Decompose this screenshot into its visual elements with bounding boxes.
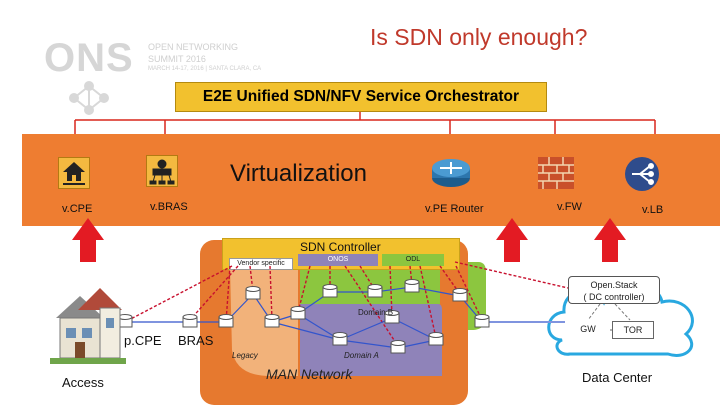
switch-icon <box>290 306 306 320</box>
virtualization-title: Virtualization <box>230 160 367 187</box>
domain-b-label: Domain B <box>358 308 394 317</box>
datacenter-label: Data Center <box>582 370 653 385</box>
openstack-title: Open.Stack <box>590 280 638 290</box>
onos-box: ONOS <box>298 254 378 266</box>
firewall-icon <box>537 156 575 190</box>
orchestrator-box: E2E Unified SDN/NFV Service Orchestrator <box>175 82 547 112</box>
switch-icon <box>322 284 338 298</box>
switch-icon <box>332 332 348 346</box>
tor-box: TOR <box>612 321 654 339</box>
logo-line-1: OPEN NETWORKING <box>148 42 239 52</box>
logo-graph-icon <box>69 81 109 115</box>
load-balancer-icon <box>624 156 660 192</box>
switch-icon <box>182 314 198 328</box>
logo-line-3: MARCH 14-17, 2016 | SANTA CLARA, CA <box>148 66 262 72</box>
switch-icon <box>264 314 280 328</box>
gw-box: GW <box>580 324 596 334</box>
vnf-label-vpe-router: v.PE Router <box>425 203 484 215</box>
house-building-icon <box>50 288 126 364</box>
logo-name: ONS <box>44 36 134 80</box>
legacy-label: Legacy <box>232 351 258 360</box>
arrow-up-icon <box>496 218 528 262</box>
vnf-label-vbras: v.BRAS <box>150 201 188 213</box>
switch-icon <box>245 286 261 300</box>
logo-line-2: SUMMIT 2016 <box>148 54 206 64</box>
vnf-label-vfw: v.FW <box>557 201 582 213</box>
switch-icon <box>384 310 400 324</box>
sdn-controller-title: SDN Controller <box>300 240 381 254</box>
vendor-specific-label: Vendor specific <box>229 258 293 270</box>
switch-icon <box>218 314 234 328</box>
switch-icon <box>367 284 383 298</box>
bras-label: BRAS <box>178 333 214 348</box>
openstack-box: Open.Stack ( DC controller) <box>568 276 660 304</box>
router-icon <box>430 156 472 190</box>
domain-a-label: Domain A <box>344 351 379 360</box>
vnf-label-vlb: v.LB <box>642 204 664 216</box>
pcpe-label: p.CPE <box>124 333 162 348</box>
openstack-subtitle: ( DC controller) <box>583 292 645 302</box>
odl-box: ODL <box>382 254 444 266</box>
virtualization-layer <box>22 134 720 226</box>
ons-logo: ONS OPEN NETWORKING SUMMIT 2016 MARCH 14… <box>44 36 304 116</box>
man-network-label: MAN Network <box>266 366 353 382</box>
switch-icon <box>404 279 420 293</box>
switch-icon <box>428 332 444 346</box>
arrow-up-icon <box>72 218 104 262</box>
vnf-label-vcpe: v.CPE <box>62 203 93 215</box>
switch-icon <box>390 340 406 354</box>
switch-icon <box>452 288 468 302</box>
access-label: Access <box>62 375 104 390</box>
house-icon <box>58 157 90 189</box>
switch-icon <box>474 314 490 328</box>
arrow-up-icon <box>594 218 626 262</box>
network-icon <box>146 155 178 187</box>
slide-title: Is SDN only enough? <box>370 24 588 50</box>
